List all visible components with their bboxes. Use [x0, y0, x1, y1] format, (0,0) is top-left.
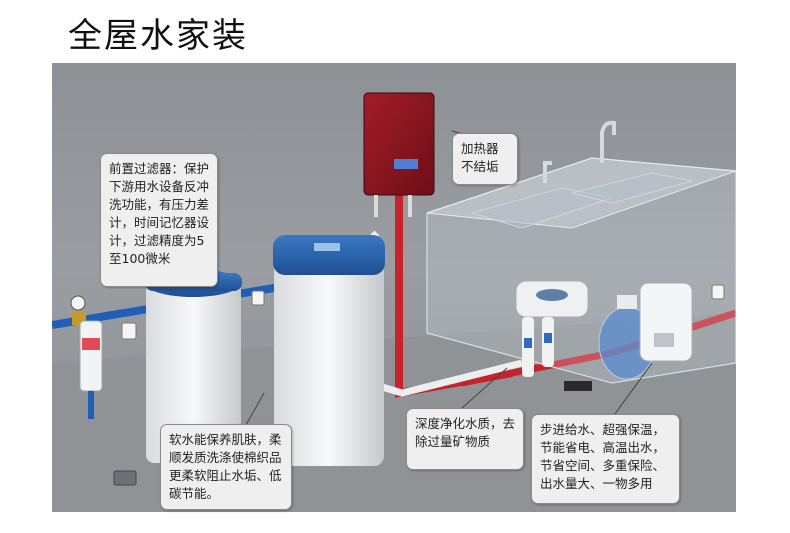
- faucet-icon: [600, 120, 616, 163]
- prefilter-unit: [70, 295, 103, 419]
- floor-drain-icon: [113, 470, 137, 486]
- power-socket-icon: [251, 290, 265, 306]
- softener-tank-right: [273, 235, 385, 466]
- callout-boiler: 步进给水、超强保温，节能省电、高温出水，节省空间、多重保险、出水量大、一物多用: [531, 414, 680, 504]
- power-socket-icon: [121, 322, 137, 340]
- water-purifier: [515, 280, 589, 377]
- faucet-icon: [543, 161, 552, 183]
- power-socket-icon: [711, 284, 725, 300]
- callout-heater: 加热器不结垢: [452, 133, 518, 185]
- controller-box: [564, 381, 592, 391]
- callout-softener: 软水能保养肌肤，柔顺发质洗涤使棉织品更柔软阻止水垢、低碳节能。: [160, 424, 292, 510]
- callout-prefilter: 前置过滤器：保护下游用水设备反冲洗功能，有压力差计，时间记忆器设计，过滤精度为5…: [100, 153, 218, 287]
- pressure-gauge-icon: [70, 295, 86, 311]
- callout-purifier: 深度净化水质，去除过量矿物质: [406, 408, 524, 470]
- water-heater: [363, 92, 435, 217]
- page-title: 全屋水家装: [68, 16, 248, 56]
- instant-boiler: [639, 282, 693, 362]
